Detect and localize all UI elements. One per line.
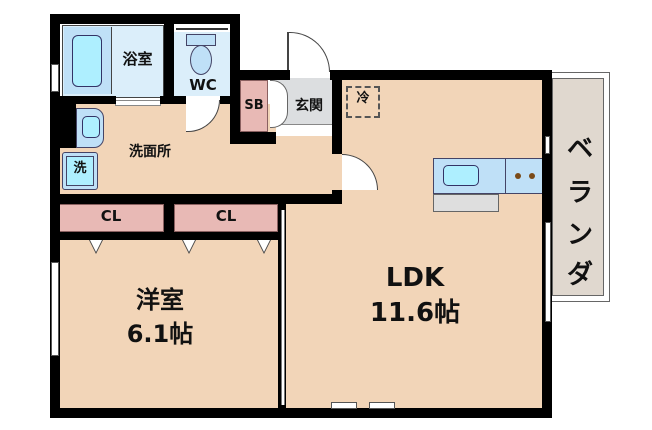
veranda-label-3: ン (566, 220, 593, 250)
closet-2-arrow-right-fill (258, 240, 270, 252)
washer-label: 洗 (73, 161, 87, 176)
window-bathroom (51, 64, 59, 92)
wall-washbasin-left (60, 104, 76, 148)
window-kitchen (545, 136, 550, 154)
wall-toilet-bottom (220, 96, 234, 104)
veranda-label-2: ラ (566, 178, 593, 208)
veranda-label-1: ベ (566, 134, 593, 164)
entrance-step (276, 124, 332, 136)
front-door-leaf (287, 32, 289, 72)
wall-washroom-bottom (50, 194, 342, 204)
window-ldk-bottom-2 (369, 402, 395, 409)
wall-entrance-top-right (330, 70, 552, 80)
closet-2-label: CL (215, 207, 237, 225)
window-western-room (51, 262, 59, 356)
washer-inner (66, 156, 94, 186)
wall-closet-bottom (50, 232, 286, 240)
shoe-box (240, 80, 268, 132)
wall-closet-divider (164, 204, 174, 234)
front-door[interactable] (288, 32, 330, 72)
western-room-floor (60, 240, 278, 410)
shoe-box-door[interactable] (270, 80, 288, 128)
washroom-label: 洗面所 (129, 144, 171, 160)
bathtub-basin (72, 35, 102, 87)
ldk-label: LDK (385, 263, 445, 293)
western-room-label: 洋室 (136, 286, 184, 314)
entrance-label: 玄関 (295, 98, 323, 114)
wall-sb-top (234, 70, 290, 80)
toilet-label: WC (189, 76, 217, 94)
window-ldk-bottom-1 (331, 402, 357, 409)
closet-1-arrow-fill (90, 240, 102, 252)
kitchen-sink (443, 165, 479, 186)
western-room-size: 6.1帖 (126, 320, 194, 348)
toilet-bowl (190, 45, 212, 75)
kitchen-backsplash (433, 194, 499, 212)
wall-bath-toilet (164, 14, 174, 104)
kitchen-divider (505, 158, 506, 194)
wall-left (50, 14, 60, 418)
sliding-door-partition[interactable] (281, 210, 285, 405)
ldk-size: 11.6帖 (369, 298, 461, 328)
closet-1-label: CL (100, 207, 122, 225)
bathroom-label: 浴室 (122, 50, 153, 68)
wall-sb-bottom (234, 132, 276, 144)
wall-washroom-right (332, 190, 342, 204)
closet-2 (174, 204, 278, 232)
shoe-box-label: SB (244, 98, 264, 113)
wall-entrance-right (332, 70, 342, 154)
bathroom-door-base (115, 100, 161, 106)
wall-bottom (50, 408, 552, 418)
wall-bath-bottom-2 (160, 96, 186, 104)
closet-2-arrow-left-fill (183, 240, 195, 252)
wall-top-left (50, 14, 238, 24)
fridge-label: 冷 (356, 91, 370, 106)
fridge-space (346, 86, 380, 118)
closet-1 (58, 204, 164, 232)
wall-toilet-top-inner (176, 28, 228, 30)
washbasin-bowl (82, 116, 100, 138)
veranda-label-4: ダ (566, 260, 593, 290)
window-ldk-right[interactable] (545, 222, 551, 322)
stove-burner-1 (515, 173, 521, 179)
stove-burner-2 (529, 173, 535, 179)
veranda (552, 78, 604, 296)
wall-bath-bottom (60, 96, 116, 104)
